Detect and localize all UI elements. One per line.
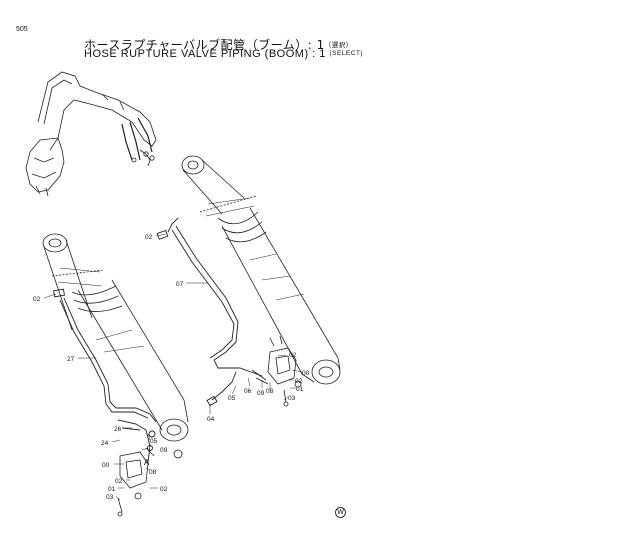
page-mark-icon: W bbox=[335, 507, 346, 518]
callout-labels: 02 07 02 27 02 00 02 01 03 06 09 08 05 0… bbox=[33, 234, 310, 501]
left-boom-cylinder bbox=[42, 233, 189, 459]
callout-05-left: 05 bbox=[150, 438, 158, 445]
title-english-main: HOSE RUPTURE VALVE PIPING (BOOM) : 1 bbox=[84, 48, 326, 60]
callout-02-bottom: 02 bbox=[160, 486, 168, 493]
callout-05-right: 05 bbox=[228, 395, 236, 402]
callout-08-left: 08 bbox=[149, 469, 157, 476]
callout-02-right-1: 02 bbox=[289, 352, 297, 359]
callout-24: 24 bbox=[101, 440, 109, 447]
callout-A: A bbox=[144, 458, 150, 467]
callout-02-left-2: 02 bbox=[115, 478, 123, 485]
callout-03-right: 03 bbox=[288, 395, 296, 402]
right-hose-assembly bbox=[156, 217, 269, 407]
callout-02-top: 02 bbox=[145, 234, 153, 241]
callout-00-left: 00 bbox=[102, 462, 110, 469]
callout-26: 26 bbox=[114, 426, 122, 433]
title-japanese-select: （選択） bbox=[324, 41, 353, 49]
callout-01-left: 01 bbox=[108, 486, 116, 493]
callout-02-left: 02 bbox=[33, 296, 41, 303]
callout-01-right: 01 bbox=[296, 386, 304, 393]
page-number: 505 bbox=[16, 26, 28, 33]
right-rupture-valve bbox=[267, 335, 302, 407]
callout-06: 06 bbox=[244, 388, 252, 395]
excavator-overview-illustration bbox=[25, 71, 157, 197]
leader-lines bbox=[43, 233, 303, 501]
title-english: HOSE RUPTURE VALVE PIPING (BOOM) : 1 (SE… bbox=[84, 48, 363, 60]
title-japanese: ホースラプチャーバルブ配管（ブーム）: 1（選択） bbox=[84, 36, 353, 53]
left-hose-assembly bbox=[53, 288, 157, 463]
left-rupture-valve bbox=[117, 447, 155, 517]
callout-09-right: 09 bbox=[257, 390, 265, 397]
callout-03-left: 03 bbox=[106, 494, 114, 501]
callout-27: 27 bbox=[67, 356, 75, 363]
callout-09-left: 09 bbox=[160, 447, 168, 454]
callout-00-right: 00 bbox=[302, 370, 310, 377]
right-boom-cylinder bbox=[181, 155, 341, 385]
callout-02-right-2: 02 bbox=[295, 378, 303, 385]
callout-08-right: 08 bbox=[266, 388, 274, 395]
callout-04: 04 bbox=[207, 416, 215, 423]
title-english-select: (SELECT) bbox=[329, 50, 364, 57]
callout-07: 07 bbox=[176, 281, 184, 288]
title-japanese-main: ホースラプチャーバルブ配管（ブーム）: 1 bbox=[84, 38, 325, 52]
